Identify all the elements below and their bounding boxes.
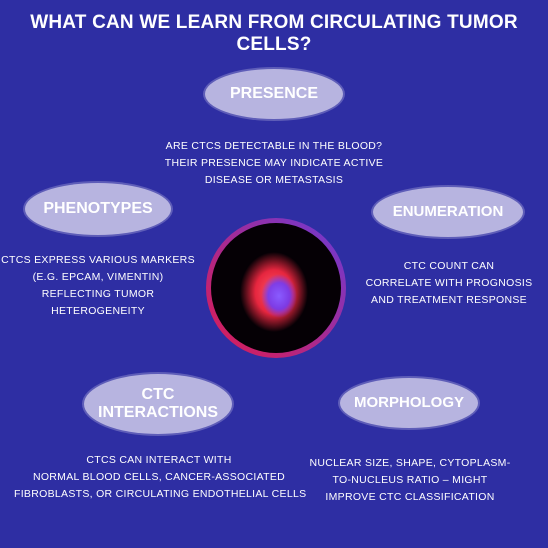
interactions-label-line: CTC bbox=[141, 386, 175, 403]
cell-nucleus bbox=[261, 274, 297, 318]
presence-pill: PRESENCE bbox=[205, 69, 343, 119]
presence-description: ARE CTCS DETECTABLE IN THE BLOOD? THEIR … bbox=[134, 138, 414, 189]
morphology-pill: MORPHOLOGY bbox=[340, 378, 478, 428]
morphology-description: NUCLEAR SIZE, SHAPE, CYTOPLASM- TO-NUCLE… bbox=[306, 455, 514, 506]
interactions-line: CTCS CAN INTERACT WITH bbox=[86, 454, 232, 466]
interactions-pill: CTC INTERACTIONS bbox=[84, 374, 232, 434]
enumeration-line: CORRELATE WITH PROGNOSIS bbox=[365, 277, 533, 289]
presence-line: THEIR PRESENCE MAY INDICATE ACTIVE bbox=[164, 157, 384, 169]
morphology-label: MORPHOLOGY bbox=[353, 394, 464, 411]
interactions-line: FIBROBLASTS, OR CIRCULATING ENDOTHELIAL … bbox=[14, 488, 307, 500]
phenotypes-line: CTCS EXPRESS VARIOUS MARKERS bbox=[1, 254, 195, 266]
enumeration-label: ENUMERATION bbox=[392, 203, 504, 220]
interactions-label-line: INTERACTIONS bbox=[98, 404, 218, 421]
phenotypes-line: REFLECTING TUMOR bbox=[41, 288, 155, 300]
enumeration-description: CTC COUNT CAN CORRELATE WITH PROGNOSIS A… bbox=[360, 258, 538, 309]
presence-line: ARE CTCS DETECTABLE IN THE BLOOD? bbox=[165, 140, 383, 152]
enumeration-pill: ENUMERATION bbox=[373, 187, 523, 237]
morphology-line: IMPROVE CTC CLASSIFICATION bbox=[325, 491, 495, 503]
phenotypes-label: PHENOTYPES bbox=[43, 200, 153, 217]
circulating-tumor-cell-image bbox=[206, 218, 346, 358]
enumeration-line: AND TREATMENT RESPONSE bbox=[371, 294, 527, 306]
phenotypes-line: (E.G. EPCAM, VIMENTIN) bbox=[32, 271, 164, 283]
phenotypes-line: HETEROGENEITY bbox=[51, 305, 145, 317]
interactions-line: NORMAL BLOOD CELLS, CANCER-ASSOCIATED bbox=[32, 471, 286, 483]
interactions-description: CTCS CAN INTERACT WITH NORMAL BLOOD CELL… bbox=[14, 452, 307, 503]
presence-line: DISEASE OR METASTASIS bbox=[204, 174, 344, 186]
phenotypes-pill: PHENOTYPES bbox=[25, 183, 171, 235]
presence-label: PRESENCE bbox=[229, 85, 319, 102]
phenotypes-description: CTCS EXPRESS VARIOUS MARKERS (E.G. EPCAM… bbox=[0, 252, 196, 320]
enumeration-line: CTC COUNT CAN bbox=[403, 260, 495, 272]
morphology-line: NUCLEAR SIZE, SHAPE, CYTOPLASM- bbox=[309, 457, 511, 469]
morphology-line: TO-NUCLEUS RATIO – MIGHT bbox=[332, 474, 488, 486]
page-title: WHAT CAN WE LEARN FROM CIRCULATING TUMOR… bbox=[30, 12, 518, 55]
